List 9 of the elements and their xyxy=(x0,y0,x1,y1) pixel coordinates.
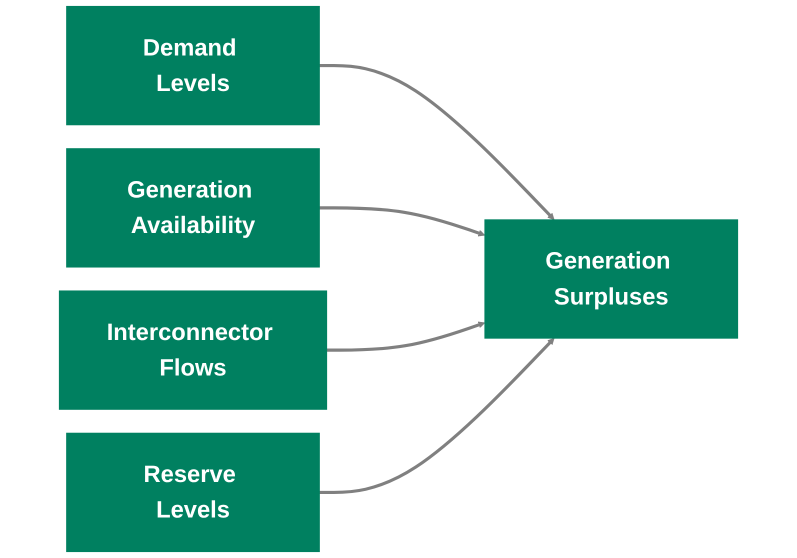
node-box: Reserve Levels xyxy=(66,432,320,552)
node-box: Demand Levels xyxy=(66,6,320,126)
node-box: Interconnector Flows xyxy=(58,290,328,410)
arrow xyxy=(319,64,554,220)
node-box: Generation Surpluses xyxy=(484,219,738,339)
arrow xyxy=(326,322,486,352)
node-box: Generation Availability xyxy=(66,148,320,268)
arrow xyxy=(319,206,486,236)
arrow xyxy=(319,338,554,494)
